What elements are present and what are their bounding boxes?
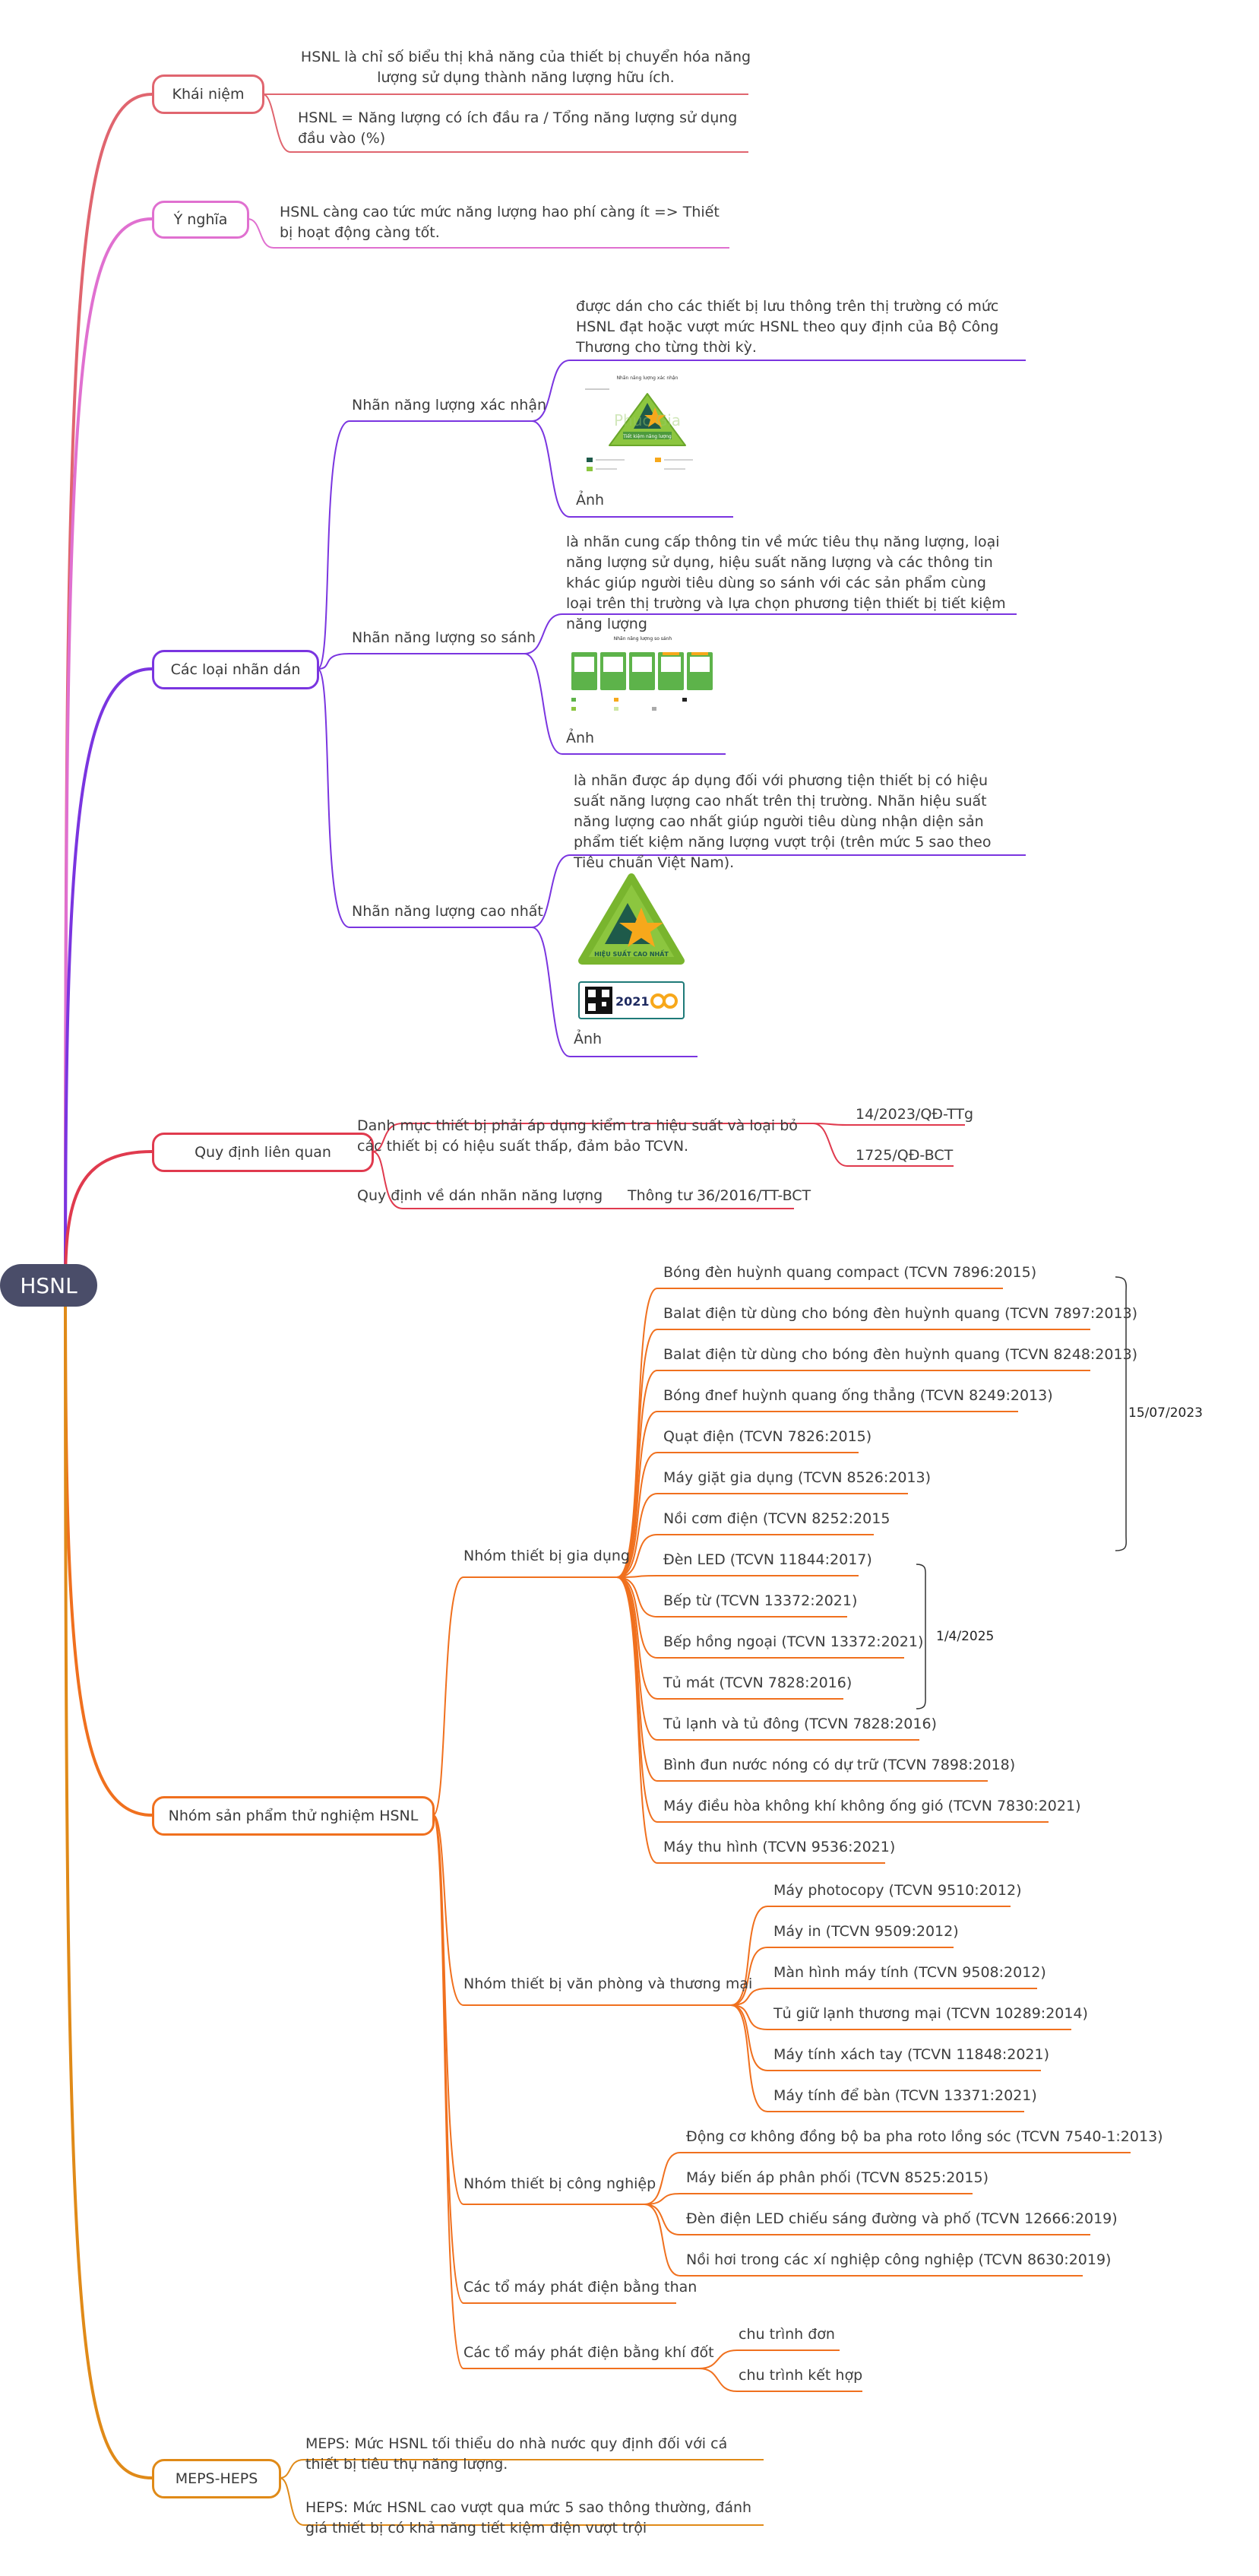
gia-dung-item: Balat điện từ dùng cho bóng đèn huỳnh qu…	[663, 1346, 1138, 1363]
van-phong-item: Máy photocopy (TCVN 9510:2012)	[773, 1882, 1022, 1899]
van-phong-item: Máy in (TCVN 9509:2012)	[773, 1923, 959, 1940]
cong-nghiep-item: Nồi hơi trong các xí nghiệp công nghiệp …	[686, 2251, 1112, 2268]
label-cong-nghiep: Nhóm thiết bị công nghiệp	[463, 2175, 656, 2192]
date-bracket-2: 1/4/2025	[936, 1629, 995, 1644]
cao-nhat-label-image: HIỆU SUẤT CAO NHẤT 2021	[574, 871, 688, 1023]
xac-nhan-image-caption: Ảnh	[576, 492, 605, 509]
branch-cac-loai-nhan-dan[interactable]: Các loại nhãn dán	[152, 650, 319, 689]
label-gia-dung: Nhóm thiết bị gia dụng	[463, 1548, 630, 1564]
xac-nhan-image-title: Nhãn năng lượng xác nhận	[617, 375, 679, 381]
xac-nhan-image-watermark: Phuc Gia	[614, 411, 681, 429]
label-van-phong: Nhóm thiết bị văn phòng và thương mại	[463, 1976, 753, 1992]
gia-dung-item: Tủ lạnh và tủ đông (TCVN 7828:2016)	[663, 1716, 937, 1732]
gia-dung-item: Máy thu hình (TCVN 9536:2021)	[663, 1839, 896, 1855]
so-sanh-label-image: Nhãn năng lượng so sánh	[568, 634, 717, 718]
label-khi-dot: Các tổ máy phát điện bằng khí đốt	[463, 2344, 714, 2361]
gia-dung-item: Máy giặt gia dụng (TCVN 8526:2013)	[663, 1469, 932, 1486]
van-phong-item: Tủ giữ lạnh thương mại (TCVN 10289:2014)	[773, 2005, 1088, 2022]
so-sanh-desc: là nhãn cung cấp thông tin về mức tiêu t…	[566, 534, 1006, 632]
van-phong-item: Màn hình máy tính (TCVN 9508:2012)	[773, 1964, 1046, 1981]
so-sanh-image-caption: Ảnh	[566, 730, 595, 746]
gia-dung-item: Quạt điện (TCVN 7826:2015)	[663, 1428, 872, 1445]
branch-y-nghia[interactable]: Ý nghĩa	[152, 201, 249, 239]
khai-niem-formula: HSNL = Năng lượng có ích đầu ra / Tổng n…	[298, 109, 738, 147]
cong-nghiep-item: Động cơ không đồng bộ ba pha roto lồng s…	[686, 2128, 1163, 2145]
gia-dung-item: Bóng đèn huỳnh quang compact (TCVN 7896:…	[663, 1264, 1037, 1281]
khi-dot-item: chu trình kết hợp	[739, 2367, 863, 2384]
quy-dinh-item-1: Danh mục thiết bị phải áp dụng kiểm tra …	[357, 1117, 798, 1155]
cao-nhat-image-caption: Ảnh	[574, 1031, 603, 1047]
meps-definition: MEPS: Mức HSNL tối thiểu do nhà nước quy…	[305, 2435, 728, 2473]
y-nghia-text: HSNL càng cao tức mức năng lượng hao phí…	[280, 204, 720, 241]
heps-definition: HEPS: Mức HSNL cao vượt qua mức 5 sao th…	[305, 2499, 752, 2536]
cao-nhat-image-banner: HIỆU SUẤT CAO NHẤT	[594, 949, 669, 958]
quy-dinh-ref-2: 1725/QĐ-BCT	[856, 1147, 954, 1164]
gia-dung-item: Tủ mát (TCVN 7828:2016)	[663, 1675, 853, 1691]
label-cao-nhat: Nhãn năng lượng cao nhất	[352, 903, 543, 920]
gia-dung-item: Bếp hồng ngoại (TCVN 13372:2021)	[663, 1633, 924, 1650]
branch-quy-dinh-lien-quan[interactable]: Quy định liên quan	[152, 1133, 374, 1172]
van-phong-item: Máy tính để bàn (TCVN 13371:2021)	[773, 2087, 1037, 2104]
gia-dung-item: Bếp từ (TCVN 13372:2021)	[663, 1592, 858, 1609]
label-than: Các tổ máy phát điện bằng than	[463, 2279, 698, 2296]
cong-nghiep-item: Máy biến áp phân phối (TCVN 8525:2015)	[686, 2169, 989, 2186]
branch-meps-heps[interactable]: MEPS-HEPS	[152, 2459, 281, 2498]
root-node[interactable]: HSNL	[0, 1264, 97, 1307]
date-bracket-1: 15/07/2023	[1128, 1405, 1203, 1421]
cao-nhat-image-year: 2021	[615, 994, 650, 1009]
cao-nhat-desc: là nhãn được áp dụng đối với phương tiện…	[574, 772, 992, 871]
gia-dung-item: Nồi cơm điện (TCVN 8252:2015	[663, 1510, 890, 1527]
xac-nhan-desc: được dán cho các thiết bị lưu thông trên…	[576, 298, 999, 356]
quy-dinh-item-2: Quy định về dán nhãn năng lượng	[357, 1187, 603, 1204]
xac-nhan-image-footer: Tiết kiệm năng lượng	[622, 434, 672, 439]
van-phong-item: Máy tính xách tay (TCVN 11848:2021)	[773, 2046, 1049, 2063]
branch-khai-niem[interactable]: Khái niệm	[152, 74, 264, 114]
branch-nhom-san-pham[interactable]: Nhóm sản phẩm thử nghiệm HSNL	[152, 1796, 435, 1836]
so-sanh-image-title: Nhãn năng lượng so sánh	[614, 636, 672, 642]
xac-nhan-label-image: Nhãn năng lượng xác nhận Tiết kiệm năng …	[579, 372, 716, 479]
gia-dung-item: Đèn LED (TCVN 11844:2017)	[663, 1551, 872, 1568]
quy-dinh-ref-3: Thông tư 36/2016/TT-BCT	[628, 1187, 811, 1204]
label-so-sanh: Nhãn năng lượng so sánh	[352, 629, 536, 646]
cong-nghiep-item: Đèn điện LED chiếu sáng đường và phố (TC…	[686, 2210, 1118, 2227]
gia-dung-item: Bình đun nước nóng có dự trữ (TCVN 7898:…	[663, 1757, 1016, 1773]
gia-dung-item: Máy điều hòa không khí không ống gió (TC…	[663, 1798, 1081, 1814]
label-xac-nhan: Nhãn năng lượng xác nhận	[352, 397, 547, 413]
quy-dinh-ref-1: 14/2023/QĐ-TTg	[856, 1106, 974, 1123]
gia-dung-item: Balat điện từ dùng cho bóng đèn huỳnh qu…	[663, 1305, 1138, 1322]
gia-dung-item: Bóng đnef huỳnh quang ống thẳng (TCVN 82…	[663, 1387, 1053, 1404]
khai-niem-definition: HSNL là chỉ số biểu thị khả năng của thi…	[300, 49, 751, 86]
khi-dot-item: chu trình đơn	[739, 2326, 835, 2343]
